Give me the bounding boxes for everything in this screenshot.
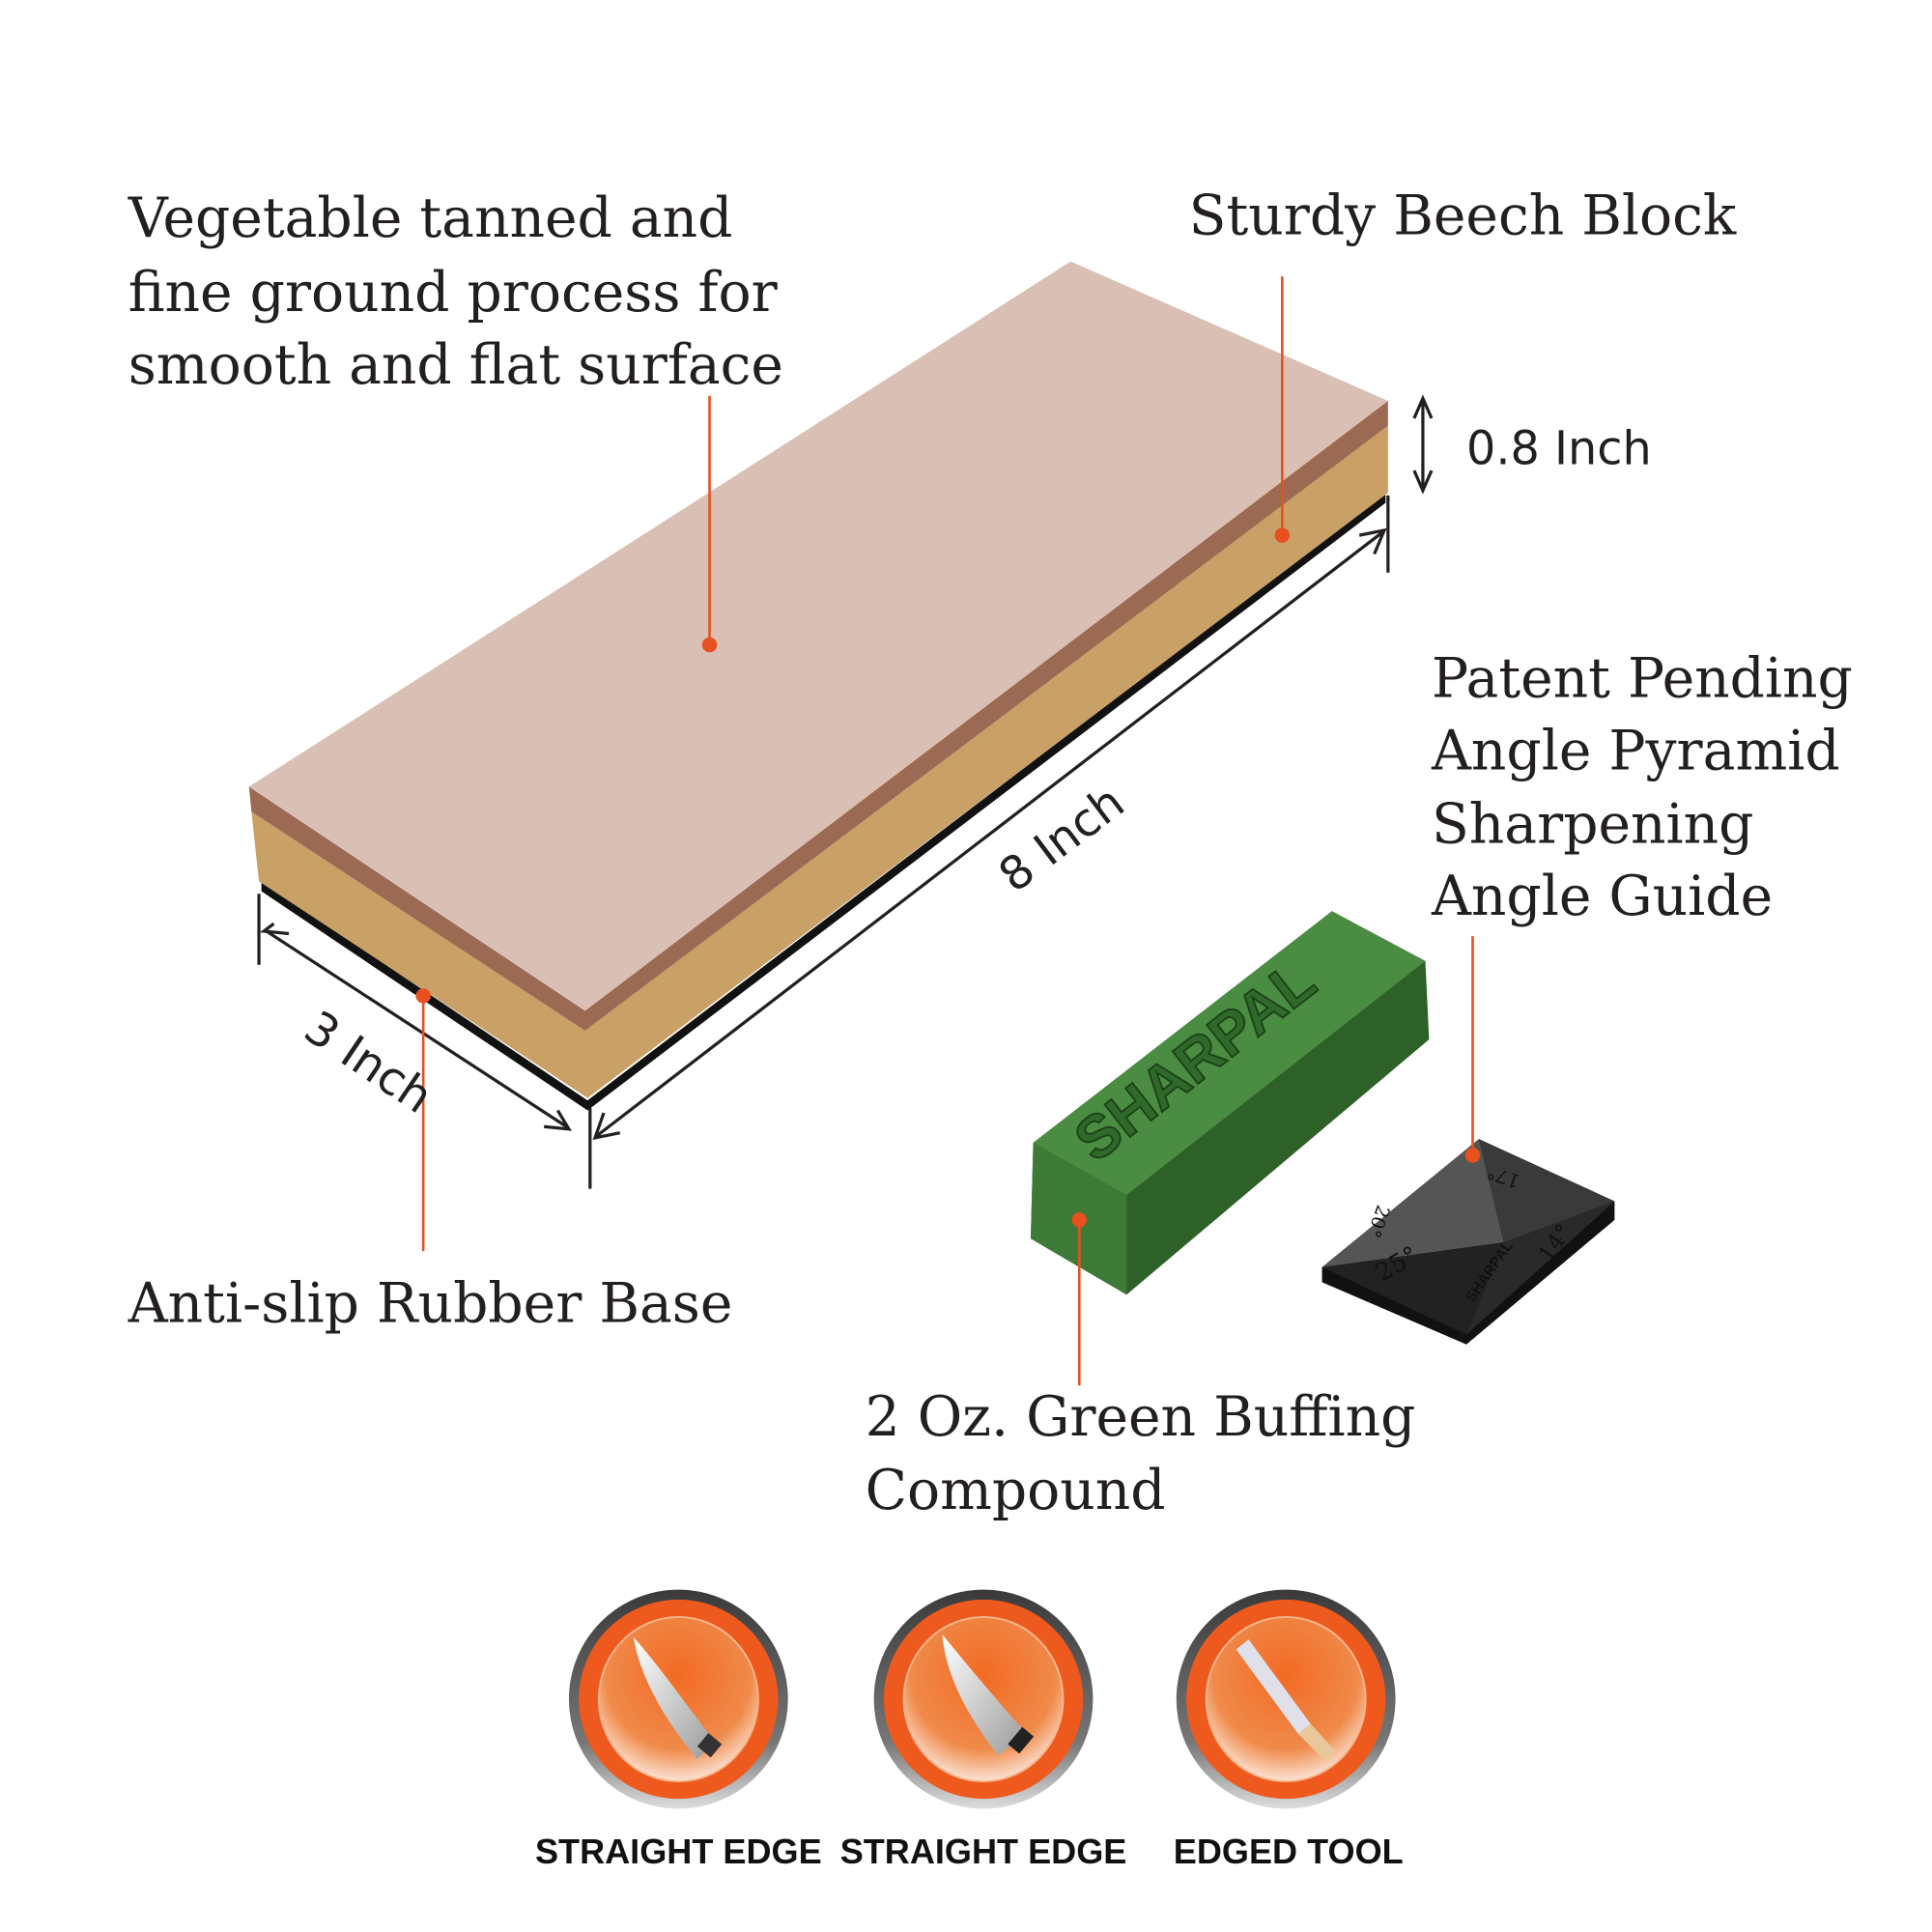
callout-leaders bbox=[421, 276, 1474, 1386]
leather-callout-line-2: fine ground process for bbox=[128, 261, 779, 325]
icon-label-1: STRAIGHT EDGE bbox=[535, 1832, 822, 1871]
chef-knife-icon bbox=[873, 1589, 1094, 1809]
compound-callout-line-2: Compound bbox=[866, 1459, 1166, 1522]
base-callout: Anti-slip Rubber Base bbox=[128, 1272, 733, 1336]
length-dimension: 8 Inch bbox=[989, 776, 1134, 903]
guide-callout-line-3: Sharpening bbox=[1432, 792, 1754, 856]
angle-pyramid-guide: 17° 20° 25° 14° SHARPAL bbox=[1321, 1139, 1615, 1345]
icon-label-3: EDGED TOOL bbox=[1174, 1832, 1404, 1871]
leather-callout-line-1: Vegetable tanned and bbox=[128, 186, 733, 250]
guide-callout-line-1: Patent Pending bbox=[1432, 647, 1853, 711]
width-dimension: 3 Inch bbox=[295, 1002, 441, 1124]
chisel-icon bbox=[1176, 1589, 1396, 1809]
block-callout: Sturdy Beech Block bbox=[1189, 184, 1737, 247]
leather-surface bbox=[248, 261, 1388, 1011]
height-dimension: 0.8 Inch bbox=[1466, 423, 1652, 476]
usage-icons: STRAIGHT EDGE STRAIGHT EDGE EDGED TOOL bbox=[535, 1589, 1404, 1871]
hunting-knife-icon bbox=[568, 1589, 788, 1809]
icon-label-2: STRAIGHT EDGE bbox=[840, 1832, 1127, 1871]
leather-callout-line-3: smooth and flat surface bbox=[128, 333, 783, 397]
compound-callout-line-1: 2 Oz. Green Buffing bbox=[866, 1385, 1416, 1449]
leather-strop bbox=[248, 261, 1388, 1111]
dimension-lines bbox=[257, 394, 1434, 1189]
callout-dots bbox=[415, 527, 1481, 1228]
guide-callout-line-4: Angle Guide bbox=[1431, 865, 1773, 928]
guide-callout-line-2: Angle Pyramid bbox=[1431, 719, 1840, 782]
